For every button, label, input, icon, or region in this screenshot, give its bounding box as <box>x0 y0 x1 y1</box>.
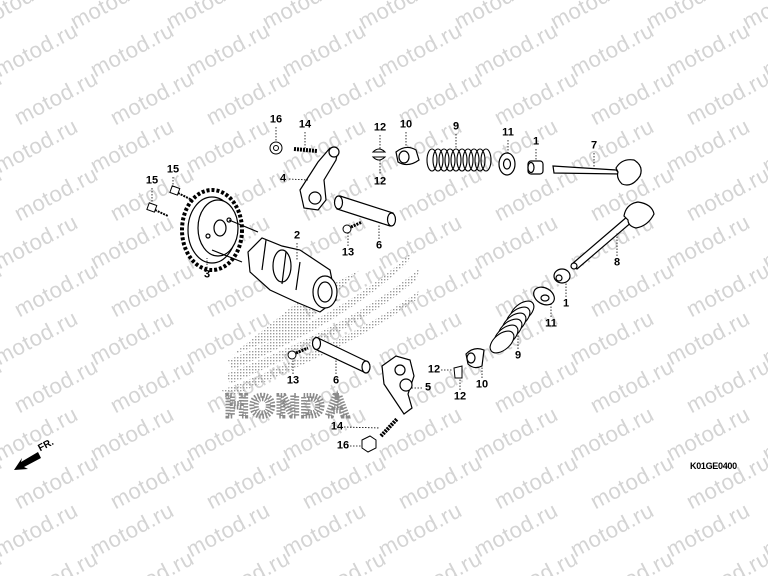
stem-seal-1-lower <box>553 268 571 284</box>
drawing-code: K01GE0400 <box>690 461 737 471</box>
camshaft <box>247 237 338 313</box>
svg-text:HONDA: HONDA <box>226 390 351 423</box>
leader-lines <box>151 127 618 447</box>
callout-11: 11 <box>502 126 514 139</box>
rocker-shaft-lower <box>311 336 371 374</box>
stem-seal-1-upper <box>527 160 544 175</box>
callout-12: 12 <box>373 121 387 134</box>
nut-16-upper <box>269 141 283 155</box>
bolt-13-lower <box>287 346 309 360</box>
nut-16-lower <box>361 435 377 453</box>
stud-14-upper <box>293 147 318 153</box>
valve-8 <box>570 201 655 270</box>
front-direction-arrow-icon <box>14 452 41 470</box>
honda-text-logo: HONDA <box>224 388 351 426</box>
bolt-15-lower <box>146 202 169 217</box>
spring-9-upper <box>426 148 492 172</box>
retainer-10-upper <box>395 146 420 166</box>
callout-16: 16 <box>336 439 350 452</box>
rocker-arm-lower <box>381 355 415 415</box>
callout-11: 11 <box>545 317 557 330</box>
callout-4: 4 <box>279 172 287 185</box>
callout-12: 12 <box>427 363 441 376</box>
spring-9-lower <box>489 300 535 354</box>
callout-14: 14 <box>298 118 312 131</box>
callout-10: 10 <box>475 378 489 391</box>
callout-16: 16 <box>269 113 283 126</box>
callout-14: 14 <box>330 420 344 433</box>
rocker-arm-upper <box>299 146 340 211</box>
callout-13: 13 <box>341 246 355 259</box>
callout-1: 1 <box>562 297 570 310</box>
spring-seat-11-lower <box>533 286 555 306</box>
cam-sprocket <box>180 188 259 272</box>
rocker-shaft-upper <box>333 195 397 227</box>
callout-15: 15 <box>166 163 180 176</box>
bolt-15-upper <box>169 185 193 201</box>
retainer-10-lower <box>465 348 485 369</box>
callout-10: 10 <box>399 118 413 131</box>
callout-6: 6 <box>375 239 383 252</box>
callout-5: 5 <box>424 381 432 394</box>
callout-12: 12 <box>373 175 387 188</box>
valve-7 <box>552 159 642 186</box>
cotter-12-lower <box>453 365 463 379</box>
cotter-12-upper <box>371 148 387 161</box>
callout-3: 3 <box>203 268 211 281</box>
callout-2: 2 <box>293 229 301 242</box>
callout-8: 8 <box>613 256 621 269</box>
callout-9: 9 <box>452 120 460 133</box>
callout-15: 15 <box>145 174 159 187</box>
callout-9: 9 <box>514 349 522 362</box>
callout-7: 7 <box>590 139 598 152</box>
callout-1: 1 <box>532 135 540 148</box>
bolt-13-upper <box>342 220 363 234</box>
stud-14-lower <box>379 417 399 438</box>
callout-12: 12 <box>453 390 467 403</box>
spring-seat-11-upper <box>498 152 516 176</box>
callout-6: 6 <box>332 374 340 387</box>
callout-13: 13 <box>286 374 300 387</box>
